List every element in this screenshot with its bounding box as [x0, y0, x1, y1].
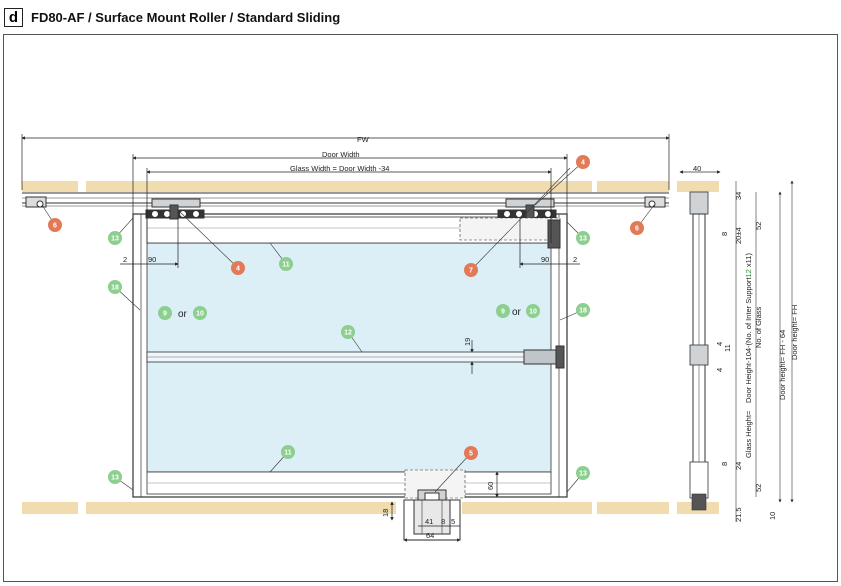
svg-text:9: 9 [163, 311, 167, 318]
side-dim-4b: 4 [715, 368, 724, 372]
side-dim-8-bot: 8 [720, 462, 729, 466]
or-label-right: or [512, 307, 522, 318]
callout-13-bl: 13 [108, 470, 122, 484]
side-dim-34: 34 [734, 192, 743, 200]
side-dim-8-top: 8 [720, 232, 729, 236]
side-dim-21-5: 21.5 [734, 507, 743, 522]
callout-13-tl: 13 [108, 231, 122, 245]
svg-text:6: 6 [635, 226, 639, 233]
side-dim-40: 40 [693, 164, 701, 173]
callout-4-right: 4 [576, 155, 590, 169]
dim-64: 64 [426, 531, 434, 540]
glass-door [132, 213, 568, 498]
svg-text:13: 13 [579, 236, 587, 243]
label-no-of-glass: No. of Glass [754, 306, 763, 348]
dim-left-2: 2 [123, 255, 127, 264]
end-stopper-right [644, 196, 666, 208]
side-dim-11: 11 [723, 344, 732, 352]
dim-41: 41 [425, 517, 433, 526]
svg-text:9: 9 [501, 309, 505, 316]
svg-text:4: 4 [236, 266, 240, 273]
header: d FD80-AF / Surface Mount Roller / Stand… [4, 6, 340, 28]
svg-text:6: 6 [53, 223, 57, 230]
callout-7: 7 [464, 263, 478, 277]
svg-text:13: 13 [111, 475, 119, 482]
label-door-fh64: Door height= FH - 64 [778, 330, 787, 400]
callout-12: 12 [341, 325, 355, 339]
dim-18: 18 [381, 509, 390, 517]
label-glass-height: Glass Height= [744, 410, 753, 458]
roller-right [459, 198, 561, 249]
callout-13-tr: 13 [576, 231, 590, 245]
callout-18-right: 18 [576, 303, 590, 317]
ceiling-wall [22, 181, 719, 192]
callout-6-left: 6 [48, 218, 62, 232]
top-track [22, 192, 669, 207]
callout-5: 5 [464, 446, 478, 460]
callouts: 6 6 4 4 7 5 11 11 13 13 13 13 18 18 9 10… [48, 155, 644, 484]
svg-text:18: 18 [111, 285, 119, 292]
callout-18-left: 18 [108, 280, 122, 294]
roller-left [145, 198, 205, 220]
dim-19: 19 [463, 338, 472, 346]
dim-right-90: 90 [541, 255, 549, 264]
drawing-frame [3, 34, 838, 582]
svg-text:11: 11 [284, 450, 292, 457]
svg-text:7: 7 [469, 268, 473, 275]
svg-text:18: 18 [579, 308, 587, 315]
end-stopper-left [25, 196, 47, 208]
or-label-left: or [178, 309, 188, 320]
svg-text:10: 10 [529, 309, 537, 316]
svg-text:13: 13 [579, 471, 587, 478]
dim-left-90: 90 [148, 255, 156, 264]
callout-4-left: 4 [231, 261, 245, 275]
callout-9-left: 9 [158, 306, 172, 320]
svg-text:12: 12 [344, 330, 352, 337]
section-badge: d [4, 7, 23, 27]
dim-door-width: Door Width [322, 150, 360, 159]
callout-13-br: 13 [576, 466, 590, 480]
label-inter-support: Door Height-104-(No. of Inter Support12 … [744, 253, 753, 403]
callout-6-right: 6 [630, 221, 644, 235]
svg-text:4: 4 [581, 160, 585, 167]
callout-11-top: 11 [279, 257, 293, 271]
dim-glass-width: Glass Width = Door Width -34 [290, 164, 389, 173]
side-dim-52-bot: 52 [754, 484, 763, 492]
dim-fw: FW [357, 135, 370, 144]
dim-right-2: 2 [573, 255, 577, 264]
side-dim-20: 20±4 [734, 227, 743, 244]
bottom-guide [403, 469, 466, 541]
side-dim-52-top: 52 [754, 222, 763, 230]
dim-60: 60 [486, 482, 495, 490]
side-dim-10: 10 [768, 512, 777, 520]
side-dim-24: 24 [734, 462, 743, 470]
label-door-fh: Door height= FH [790, 305, 799, 360]
callout-10-left: 10 [193, 306, 207, 320]
page-title: FD80-AF / Surface Mount Roller / Standar… [31, 9, 341, 25]
dimension-lines [21, 134, 670, 542]
callout-10-right: 10 [526, 304, 540, 318]
svg-text:13: 13 [111, 236, 119, 243]
floor-wall [22, 502, 719, 514]
svg-text:10: 10 [196, 311, 204, 318]
svg-text:5: 5 [469, 451, 473, 458]
callout-9-right: 9 [496, 304, 510, 318]
inter-support-end [523, 345, 565, 369]
dim-8: 8 [441, 517, 445, 526]
side-view [679, 170, 794, 522]
dim-5: 5 [451, 517, 455, 526]
svg-text:11: 11 [282, 262, 290, 269]
callout-11-bottom: 11 [281, 445, 295, 459]
side-dim-4a: 4 [715, 342, 724, 346]
